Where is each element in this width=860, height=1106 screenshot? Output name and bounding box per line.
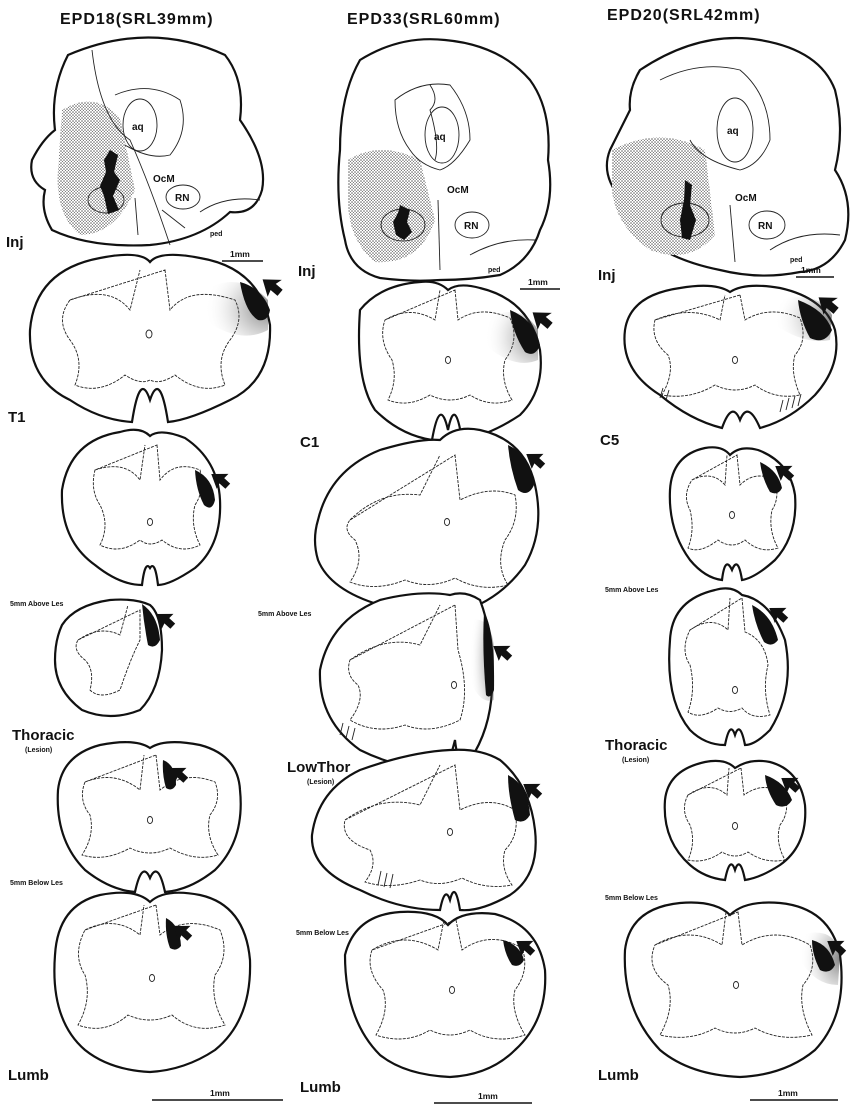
col1-above-section <box>62 430 234 585</box>
col2-level-inj: Inj <box>298 263 316 280</box>
col3-thoracic-lesion-section <box>669 588 792 745</box>
col2-injection-scale-label: 1mm <box>528 277 548 287</box>
col2-level-above: 5mm Above Les <box>258 611 312 618</box>
col3-brainstem-section: aq OcM RN ped 1mm <box>607 38 848 277</box>
col3-level-lumb: Lumb <box>598 1067 639 1084</box>
col1-level-thoracic: Thoracic <box>12 727 75 744</box>
column-title-epd18: EPD18(SRL39mm) <box>60 11 214 28</box>
col1-level-above: 5mm Above Les <box>10 601 64 608</box>
col1-ocm-label: OcM <box>153 174 175 185</box>
col1-below-section <box>58 742 241 892</box>
col1-lumbar-section <box>54 893 250 1072</box>
col1-level-t1: T1 <box>8 409 26 426</box>
col2-level-c1: C1 <box>300 434 319 451</box>
col1-rn-label: RN <box>175 193 189 204</box>
col2-level-lesion: (Lesion) <box>307 779 334 786</box>
col3-below-section <box>665 761 806 880</box>
col3-bottom-scale-label: 1mm <box>778 1088 798 1098</box>
col2-lowthor-section <box>320 593 516 770</box>
col3-level-c5: C5 <box>600 432 619 449</box>
col2-brainstem-section: aq OcM RN ped 1mm <box>338 39 560 289</box>
col2-level-lumb: Lumb <box>300 1079 341 1096</box>
col3-injection-scale-label: 1mm <box>801 265 821 275</box>
col3-above-section <box>670 447 798 580</box>
col1-injection-scale-label: 1mm <box>230 249 250 259</box>
col3-ped-label: ped <box>790 257 802 264</box>
col2-bottom-scale-label: 1mm <box>478 1091 498 1101</box>
col1-level-lesion: (Lesion) <box>25 747 52 754</box>
col3-c5-section <box>624 286 843 428</box>
col3-level-below: 5mm Below Les <box>605 895 658 902</box>
col2-level-lowthor: LowThor <box>287 759 350 776</box>
col3-aq-label: aq <box>727 126 739 137</box>
col1-thoracic-lesion-section <box>55 600 179 716</box>
col2-c1-section <box>359 282 557 440</box>
col1-bottom-scale-label: 1mm <box>210 1088 230 1098</box>
col1-t1-section <box>30 255 287 422</box>
col2-rn-label: RN <box>464 221 478 232</box>
col1-ped-label: ped <box>210 231 222 238</box>
col1-level-lumb: Lumb <box>8 1067 49 1084</box>
col3-level-lesion: (Lesion) <box>622 757 649 764</box>
col1-brainstem-section: aq OcM RN ped 1mm <box>31 38 263 262</box>
col1-aq-label: aq <box>132 122 144 133</box>
col2-ped-label: ped <box>488 267 500 274</box>
col2-aq-label: aq <box>434 132 446 143</box>
col3-level-above: 5mm Above Les <box>605 587 659 594</box>
col2-ocm-label: OcM <box>447 185 469 196</box>
col2-lumbar-section <box>345 912 545 1077</box>
col1-level-inj: Inj <box>6 234 24 251</box>
col3-ocm-label: OcM <box>735 193 757 204</box>
col3-level-thoracic: Thoracic <box>605 737 668 754</box>
column-title-epd20: EPD20(SRL42mm) <box>607 7 761 24</box>
col1-level-below: 5mm Below Les <box>10 880 63 887</box>
col3-level-inj: Inj <box>598 267 616 284</box>
col3-rn-label: RN <box>758 221 772 232</box>
col2-above-section <box>315 429 549 615</box>
column-title-epd33: EPD33(SRL60mm) <box>347 11 501 28</box>
col3-lumbar-section <box>625 903 850 1078</box>
col2-level-below: 5mm Below Les <box>296 930 349 937</box>
